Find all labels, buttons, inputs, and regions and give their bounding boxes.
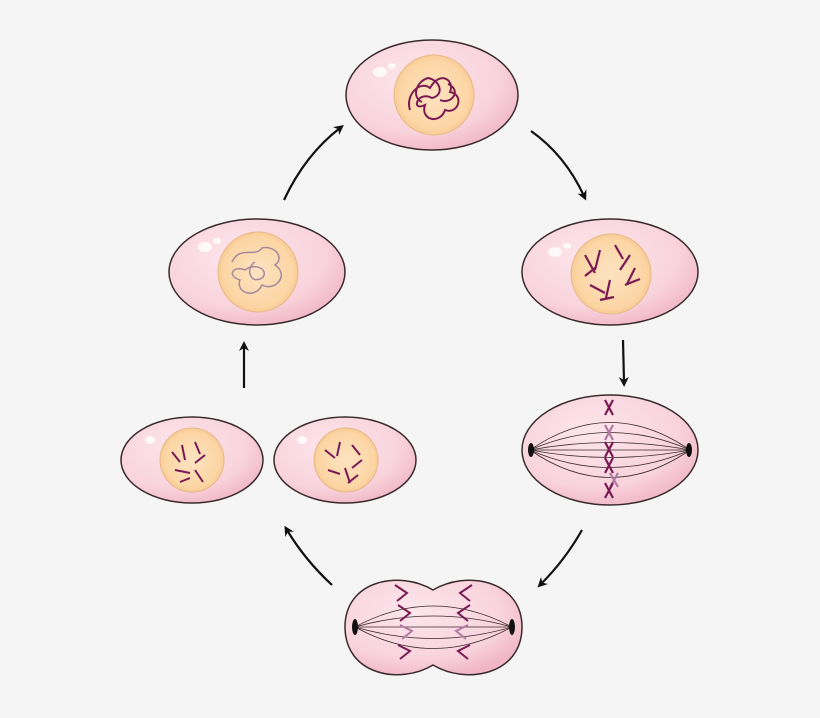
nucleus: [217, 231, 299, 313]
centrosome: [352, 619, 358, 635]
cell-interphase: [168, 218, 346, 326]
arrow-icon: [530, 130, 587, 201]
arrow-icon: [283, 124, 344, 201]
centrosome: [509, 619, 515, 635]
cell-anaphase: [344, 579, 523, 676]
arrow-icon: [618, 339, 629, 387]
nucleus: [393, 54, 475, 136]
chromosomes: [604, 399, 619, 499]
chromosomes: [171, 441, 206, 483]
chromatin: [408, 76, 460, 120]
centrosome: [686, 443, 692, 457]
daughter-cell-right: [273, 416, 417, 504]
centrosome: [528, 443, 534, 457]
nucleus: [570, 233, 652, 315]
nucleus: [159, 427, 225, 493]
cell-prophase: [521, 218, 699, 326]
arrow-icon: [537, 529, 583, 588]
spindle-fibers: [354, 605, 513, 649]
cell-prophase-early: [345, 39, 519, 151]
chromosomes: [584, 244, 641, 302]
chromosomes: [394, 584, 473, 660]
chromatin: [231, 246, 282, 294]
nucleus: [313, 427, 379, 493]
arrow-icon: [284, 525, 333, 586]
daughter-cell-left: [120, 416, 264, 504]
cell-metaphase: [521, 394, 699, 506]
chromosomes: [324, 441, 363, 484]
